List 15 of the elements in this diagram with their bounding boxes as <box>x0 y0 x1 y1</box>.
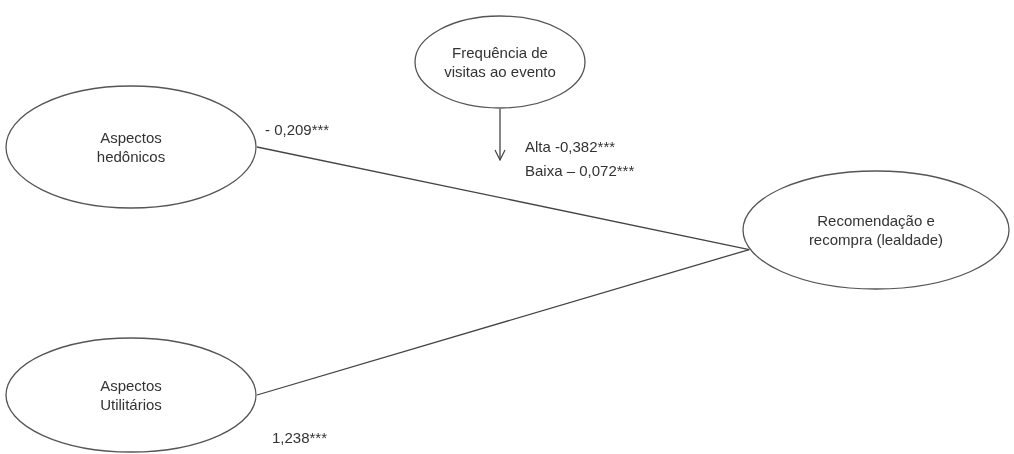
coefficient-label: Alta -0,382*** <box>525 137 616 156</box>
node-label: Frequência de visitas ao evento <box>443 43 557 81</box>
connector-line <box>256 146 750 251</box>
ellipse-node <box>742 170 1010 290</box>
ellipse-node <box>414 15 586 109</box>
node-label: Aspectos hedônicos <box>95 128 167 166</box>
arrow <box>494 108 506 161</box>
node-label: Aspectos Utilitários <box>99 376 163 414</box>
edge-label: 1,238*** <box>272 428 328 447</box>
edge-label: - 0,209*** <box>265 120 330 139</box>
ellipse-node <box>5 85 257 209</box>
connector-line <box>256 248 750 396</box>
ellipse-node <box>5 337 257 453</box>
node-label: Recomendação e recompra (lealdade) <box>807 211 945 249</box>
coefficient-label: Baixa – 0,072*** <box>525 161 635 180</box>
